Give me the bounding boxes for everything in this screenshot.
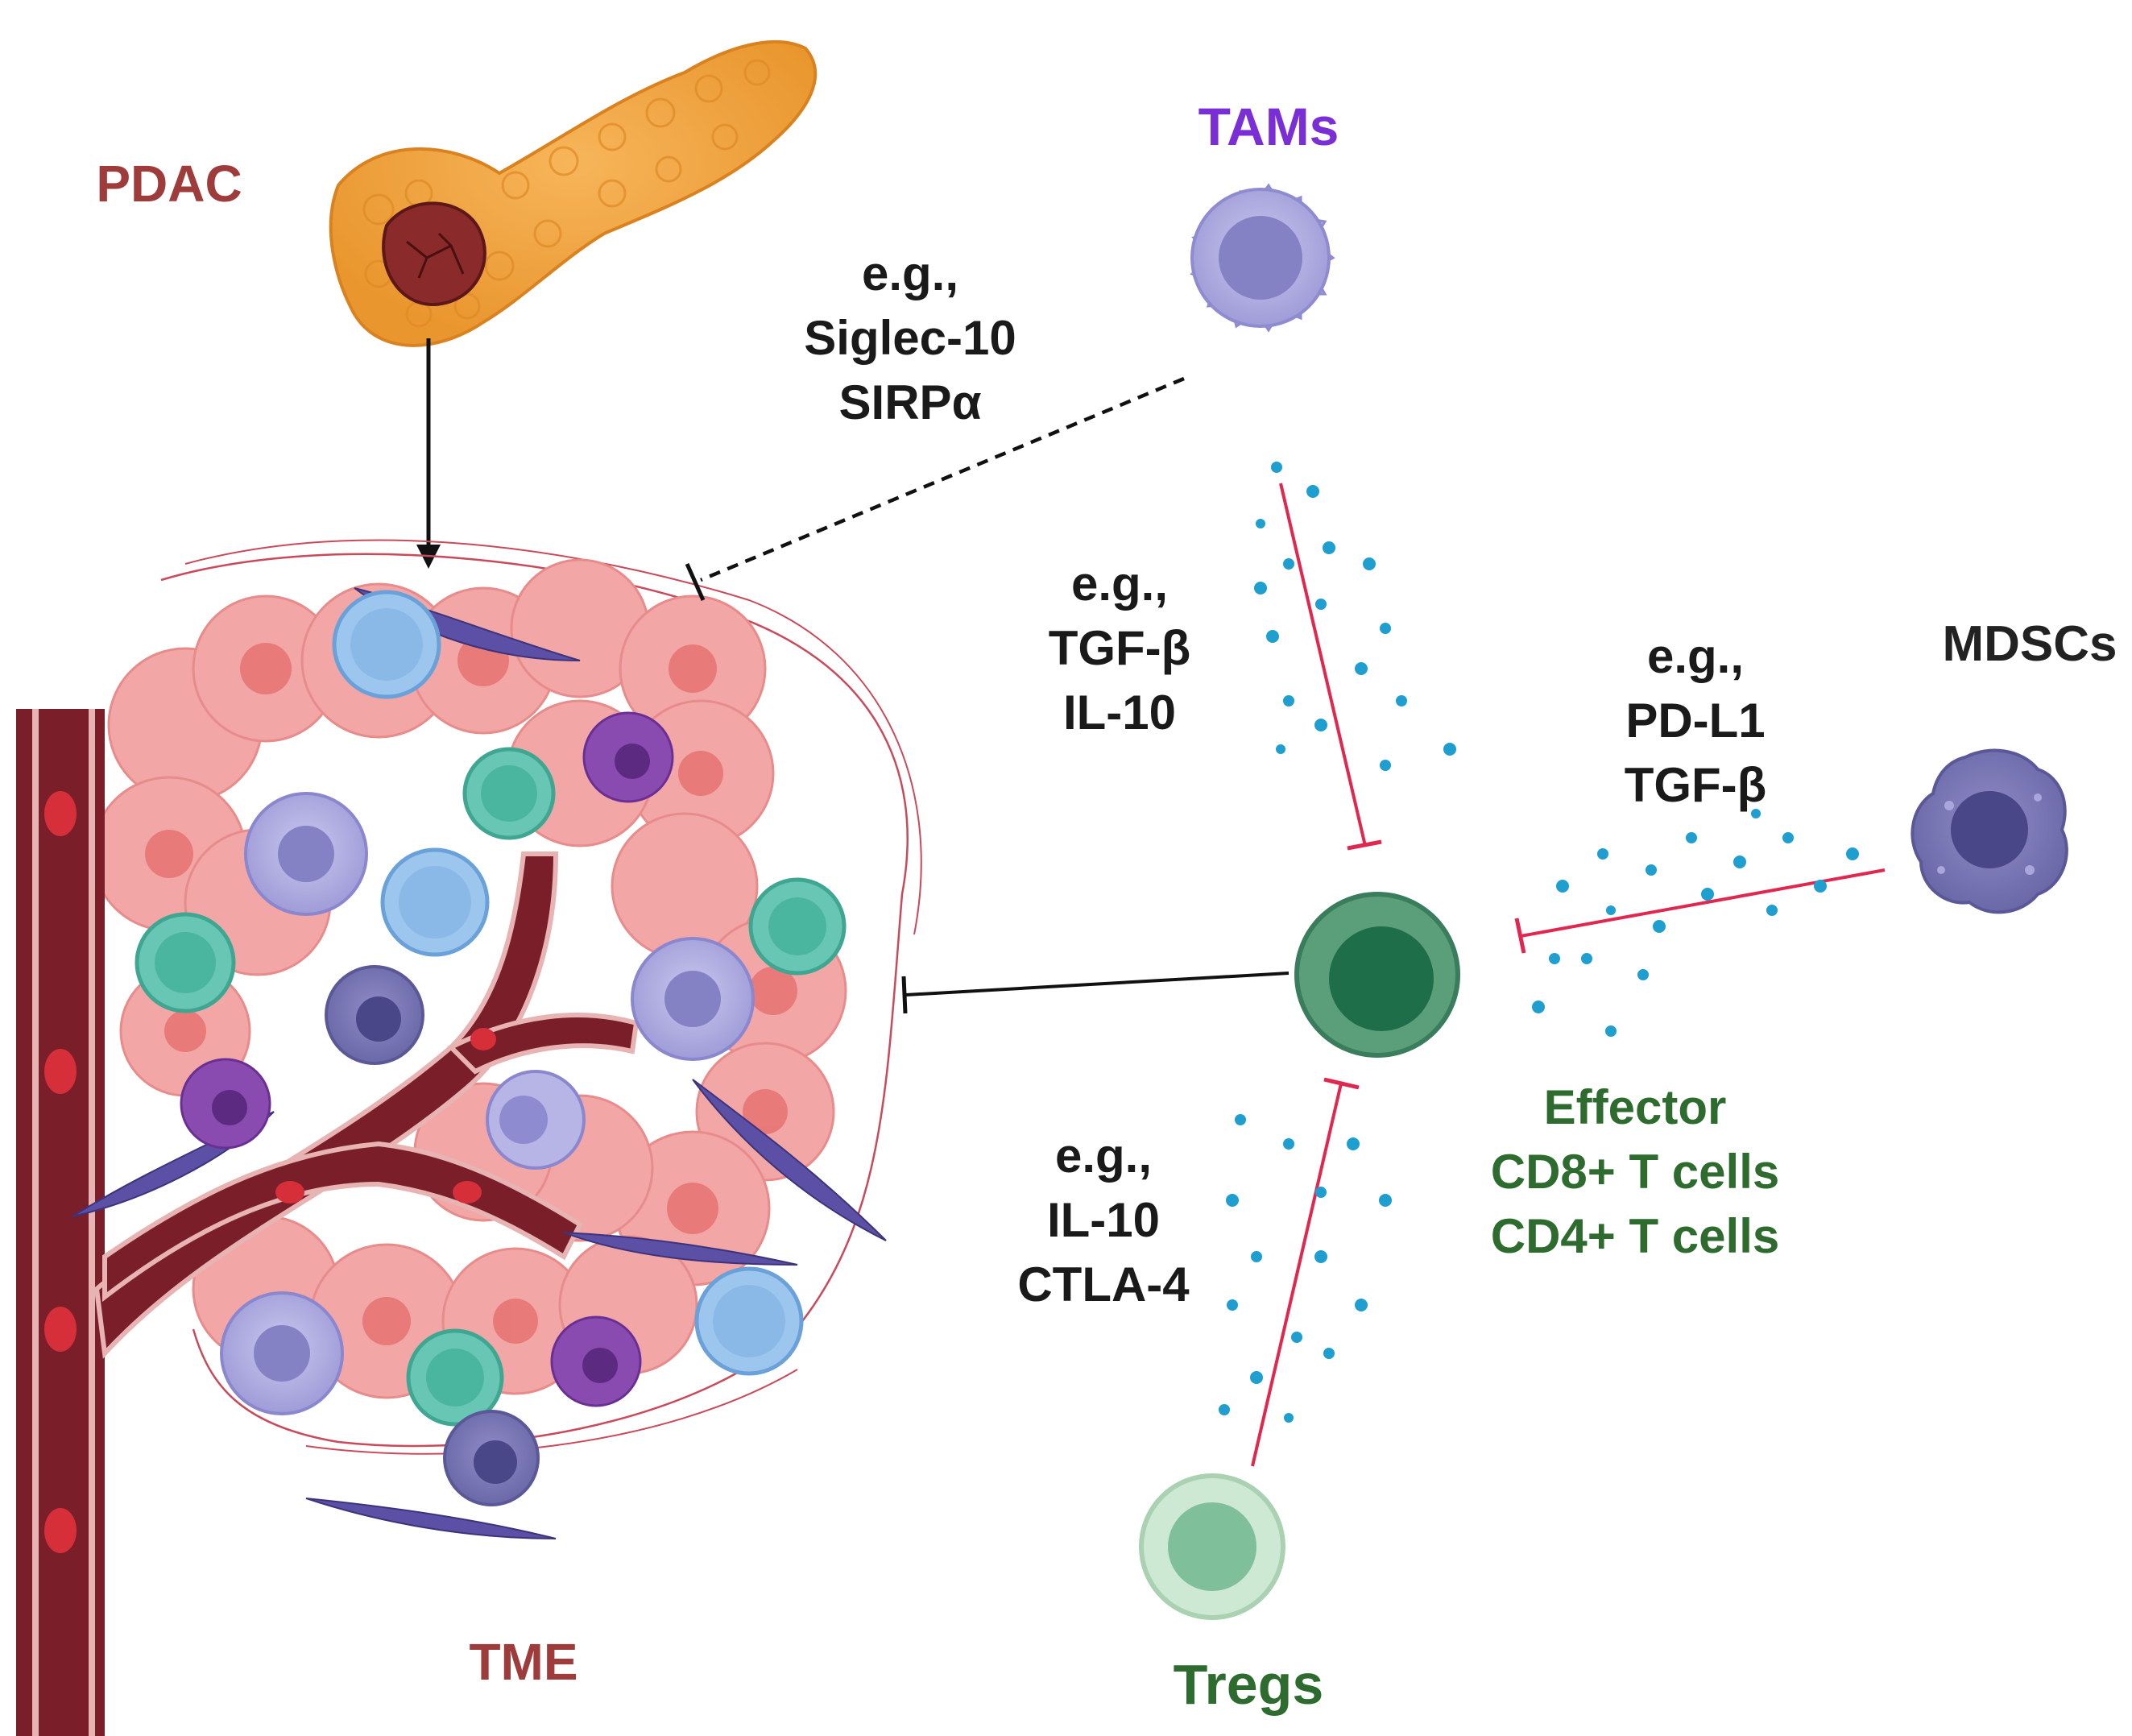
effector-t-cell — [1294, 892, 1460, 1058]
tam-cell — [1190, 183, 1335, 333]
svg-text:IL-10: IL-10 — [1047, 1193, 1160, 1247]
mdsc-to-effector-inhibition — [1520, 868, 1886, 938]
svg-text:e.g.,: e.g., — [862, 247, 958, 300]
tams-label: TAMs — [1198, 97, 1339, 156]
mediators-tam-to-tme: e.g., Siglec-10 SIRPα — [804, 247, 1016, 429]
svg-text:TGF-β: TGF-β — [1625, 758, 1767, 812]
pdac-label: PDAC — [96, 155, 242, 213]
mediators-mdsc-to-effector: e.g., PD-L1 TGF-β — [1625, 629, 1767, 812]
svg-text:CTLA-4: CTLA-4 — [1017, 1257, 1190, 1311]
svg-text:Siglec-10: Siglec-10 — [804, 311, 1016, 365]
pancreas-illustration — [329, 40, 818, 347]
tam-to-tme-dashed-inhibition — [700, 376, 1185, 582]
svg-text:CD8+ T cells: CD8+ T cells — [1491, 1145, 1780, 1199]
cytokine-dots — [1219, 462, 1859, 1423]
treg-to-effector-inhibition — [1251, 1083, 1343, 1467]
svg-text:IL-10: IL-10 — [1063, 686, 1176, 740]
svg-text:TGF-β: TGF-β — [1049, 621, 1191, 675]
svg-text:CD4+ T cells: CD4+ T cells — [1491, 1209, 1780, 1263]
svg-text:e.g.,: e.g., — [1071, 557, 1168, 611]
mdsc-cell — [1911, 748, 2068, 914]
effector-to-tme-inhibition — [905, 972, 1290, 996]
svg-text:e.g.,: e.g., — [1055, 1129, 1152, 1183]
svg-text:SIRPα: SIRPα — [839, 375, 982, 429]
tam-to-effector-inhibition — [1279, 483, 1367, 847]
svg-text:e.g.,: e.g., — [1647, 629, 1744, 683]
svg-text:PD-L1: PD-L1 — [1625, 694, 1765, 748]
tregs-label: Tregs — [1174, 1653, 1324, 1716]
tme-label: TME — [469, 1633, 578, 1691]
treg-cell — [1139, 1473, 1285, 1620]
mediators-tam-to-effector: e.g., TGF-β IL-10 — [1049, 557, 1191, 740]
mdscs-label: MDSCs — [1942, 616, 2117, 672]
tme-cluster — [16, 539, 922, 1736]
svg-text:Effector: Effector — [1544, 1080, 1727, 1134]
mediators-treg-to-effector: e.g., IL-10 CTLA-4 — [1017, 1129, 1190, 1311]
blood-vessel — [16, 709, 640, 1736]
effector-label: Effector CD8+ T cells CD4+ T cells — [1491, 1080, 1780, 1263]
